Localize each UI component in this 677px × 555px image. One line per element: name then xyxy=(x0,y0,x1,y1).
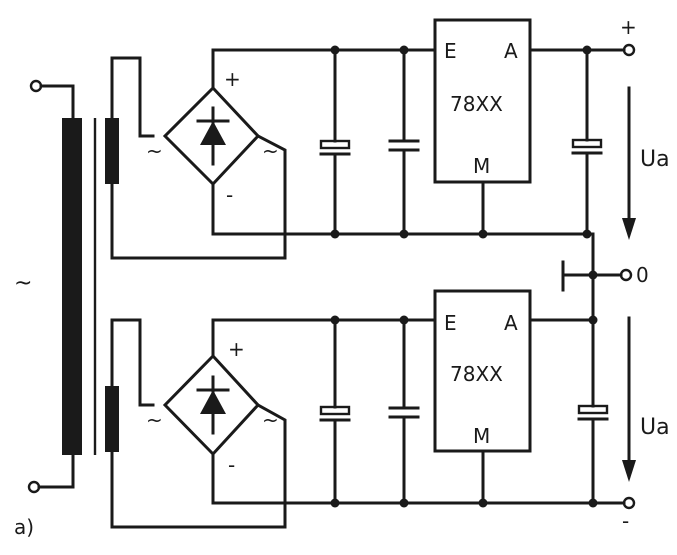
primary-lead-top xyxy=(39,84,75,120)
figure-label: a) xyxy=(14,515,34,539)
upper-regulator-output-pin: A xyxy=(504,39,518,63)
lower-bridge-ac-left: ~ xyxy=(146,408,163,432)
positive-terminal-label: + xyxy=(620,15,637,39)
lower-secondary-lead-b xyxy=(110,402,287,529)
lower-output-capacitor xyxy=(577,318,609,505)
upper-regulator-input-pin: E xyxy=(444,39,457,63)
secondary-winding-bottom xyxy=(105,386,119,452)
lower-regulator-78xx: E A 78XX M xyxy=(433,289,532,505)
lower-capacitor xyxy=(388,318,420,505)
upper-secondary-lead-b xyxy=(110,133,287,260)
upper-ground-rail xyxy=(211,182,595,236)
lower-secondary-lead-a xyxy=(110,318,155,407)
middle-terminal xyxy=(619,268,633,282)
primary-lead-bottom xyxy=(37,453,75,489)
upper-secondary-lead-a xyxy=(110,56,155,138)
lower-regulator-input-pin: E xyxy=(444,311,457,335)
upper-positive-rail xyxy=(211,48,437,90)
lower-regulator-output-pin: A xyxy=(504,311,518,335)
lower-regulator-part: 78XX xyxy=(450,362,503,386)
transformer-core xyxy=(62,118,82,455)
middle-terminal-label: 0 xyxy=(636,263,649,287)
common-ground: 0 xyxy=(561,232,649,322)
upper-output-voltage-label: Ua xyxy=(640,147,670,172)
upper-regulator-part: 78XX xyxy=(450,92,503,116)
transformer xyxy=(62,118,119,455)
output-terminals: + - Ua Ua xyxy=(620,15,670,533)
upper-regulator-ground-pin: M xyxy=(473,154,490,178)
negative-terminal-label: - xyxy=(622,509,629,533)
upper-electrolytic-capacitor xyxy=(319,48,351,236)
positive-output-terminal xyxy=(622,43,636,57)
secondary-winding-top xyxy=(105,118,119,184)
lower-bridge-minus: - xyxy=(228,453,235,477)
ac-symbol: ~ xyxy=(14,271,32,296)
lower-channel: + - ~ ~ E A 78XX M xyxy=(110,289,626,529)
upper-output-capacitor xyxy=(571,48,603,236)
lower-negative-rail xyxy=(211,452,626,505)
upper-bridge-minus: - xyxy=(226,183,233,207)
lower-electrolytic-capacitor xyxy=(319,318,351,505)
lower-regulator-ground-pin: M xyxy=(473,424,490,448)
primary-input: ~ xyxy=(14,79,75,494)
lower-positive-rail xyxy=(211,318,437,358)
negative-output-terminal xyxy=(622,496,636,510)
upper-bridge-rectifier: + - ~ ~ xyxy=(146,67,279,207)
upper-bridge-ac-right: ~ xyxy=(262,139,279,163)
upper-channel: + - ~ ~ E A 78XX M xyxy=(110,18,626,260)
upper-regulator-78xx: E A 78XX M xyxy=(433,18,532,236)
lower-bridge-plus: + xyxy=(228,337,245,361)
upper-bridge-ac-left: ~ xyxy=(146,139,163,163)
upper-capacitor xyxy=(388,48,420,236)
upper-bridge-plus: + xyxy=(224,67,241,91)
lower-output-voltage-label: Ua xyxy=(640,415,670,440)
lower-bridge-ac-right: ~ xyxy=(262,408,279,432)
